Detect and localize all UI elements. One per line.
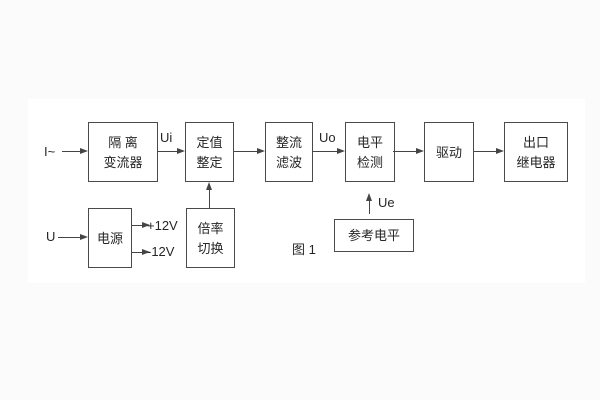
block-reference-level-line1: 参考电平 <box>347 228 400 243</box>
block-drive: 驱动 <box>424 122 474 182</box>
block-output-relay-line1: 出口 <box>522 134 549 150</box>
input-voltage-label: U <box>46 229 56 244</box>
block-ratio-switch-line1: 倍率 <box>197 220 224 236</box>
figure-caption: 图 1 <box>292 242 316 257</box>
block-ratio-switch-line2: 切换 <box>197 240 224 256</box>
block-output-relay: 出口 继电器 <box>504 122 568 182</box>
arrow-input-voltage <box>58 234 88 240</box>
block-rectifier-filter-line1: 整流 <box>275 134 302 150</box>
block-isolation-transformer: 隔 离 变流器 <box>88 122 158 182</box>
block-drive-line1: 驱动 <box>435 144 462 160</box>
block-rectifier-filter-line2: 滤波 <box>275 154 302 170</box>
signal-uo-label: Uo <box>319 130 336 145</box>
block-level-detection: 电平 检测 <box>345 122 395 182</box>
arrow-setting-to-rectifier <box>234 148 265 154</box>
rail-positive-label: +12V <box>147 218 178 233</box>
block-reference-level: 参考电平 <box>334 219 414 252</box>
block-value-setting-line2: 整定 <box>196 154 223 170</box>
block-isolation-transformer-line2: 变流器 <box>103 154 143 170</box>
signal-ue-label: Ue <box>378 195 395 210</box>
block-power-supply-line1: 电源 <box>96 230 123 246</box>
arrow-rail-positive <box>132 222 150 228</box>
arrow-ratio-to-setting <box>206 182 212 208</box>
arrow-rail-negative <box>132 249 150 255</box>
input-current-label: I~ <box>44 144 56 159</box>
arrow-level-to-drive <box>393 148 424 154</box>
block-power-supply: 电源 <box>88 208 132 268</box>
signal-ui-label: Ui <box>160 130 173 145</box>
block-level-detection-line2: 检测 <box>356 154 383 170</box>
arrow-isolation-to-setting <box>158 148 185 154</box>
block-isolation-transformer-line1: 隔 离 <box>108 134 138 150</box>
rail-negative-label: -12V <box>147 244 175 259</box>
block-ratio-switch: 倍率 切换 <box>186 208 235 268</box>
arrow-drive-to-relay <box>474 148 504 154</box>
arrow-reference-to-level <box>366 193 372 214</box>
block-rectifier-filter: 整流 滤波 <box>265 122 313 182</box>
arrow-rectifier-to-level <box>313 148 345 154</box>
block-output-relay-line2: 继电器 <box>516 154 556 170</box>
block-value-setting: 定值 整定 <box>185 122 234 182</box>
arrow-input-current <box>62 148 88 154</box>
block-value-setting-line1: 定值 <box>196 134 223 150</box>
block-level-detection-line1: 电平 <box>356 134 383 150</box>
